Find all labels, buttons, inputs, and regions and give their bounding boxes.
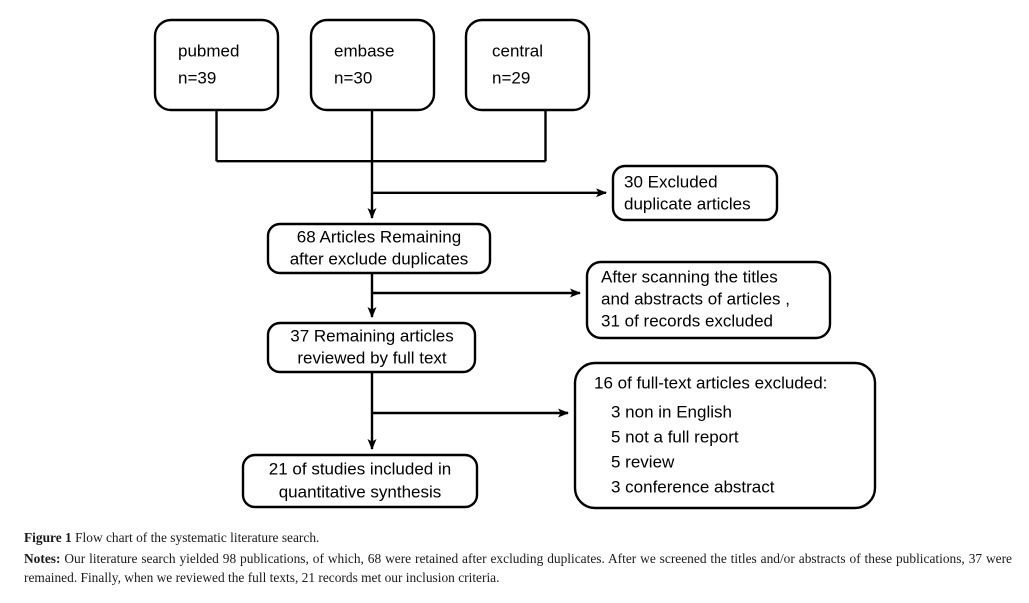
node-fulltext-excluded-item-2: 5 not a full report: [611, 427, 739, 446]
node-fulltext-excluded: [573, 361, 877, 510]
node-embase-line2: n=30: [334, 68, 372, 87]
figure-caption: Figure 1 Flow chart of the systematic li…: [24, 528, 1012, 588]
node-remaining-68-line1: 68 Articles Remaining: [297, 227, 461, 246]
node-remaining-37-line2: reviewed by full text: [297, 348, 447, 367]
node-title-abstract-excluded: [585, 260, 832, 340]
node-central-line1: central: [492, 41, 543, 60]
node-pubmed-line2: n=39: [178, 68, 216, 87]
node-remaining-68-line2: after exclude duplicates: [290, 249, 469, 268]
caption-notes-label: Notes:: [24, 550, 61, 566]
node-included-21-line2: quantitative synthesis: [279, 482, 442, 501]
caption-title-line: Figure 1 Flow chart of the systematic li…: [24, 528, 1012, 548]
node-fulltext-excluded-item-1: 3 non in English: [611, 402, 732, 421]
node-fulltext-excluded-item-4: 3 conference abstract: [611, 477, 775, 496]
node-central-line2: n=29: [492, 68, 530, 87]
node-pubmed: [153, 18, 280, 112]
node-embase: [309, 18, 436, 112]
node-title-abstract-excluded-line1: After scanning the titles: [601, 267, 778, 286]
node-included-21-line1: 21 of studies included in: [269, 459, 451, 478]
node-remaining-68: [266, 222, 492, 275]
caption-figure-label: Figure 1: [24, 530, 72, 545]
node-central: [464, 18, 591, 112]
caption-title-text: Flow chart of the systematic literature …: [75, 530, 320, 545]
node-remaining-37: [266, 321, 477, 374]
node-title-abstract-excluded-line2: and abstracts of articles ,: [601, 289, 790, 308]
node-remaining-37-line1: 37 Remaining articles: [290, 326, 453, 345]
caption-notes-text: Our literature search yielded 98 publica…: [24, 550, 1013, 586]
node-fulltext-excluded-item-3: 5 review: [611, 452, 675, 471]
node-embase-line1: embase: [334, 41, 394, 60]
node-included-21: [241, 453, 479, 509]
caption-notes-line: Notes: Our literature search yielded 98 …: [24, 549, 1012, 588]
node-title-abstract-excluded-line3: 31 of records excluded: [601, 311, 773, 330]
node-fulltext-excluded-header: 16 of full-text articles excluded:: [594, 373, 827, 392]
node-excluded-duplicates: [611, 164, 779, 222]
node-excluded-duplicates-line2: duplicate articles: [624, 194, 751, 213]
flow-chart-diagram: pubmed n=39 embase n=30 central n=29 30 …: [153, 18, 877, 510]
node-pubmed-line1: pubmed: [178, 41, 239, 60]
node-excluded-duplicates-line1: 30 Excluded: [624, 172, 718, 191]
